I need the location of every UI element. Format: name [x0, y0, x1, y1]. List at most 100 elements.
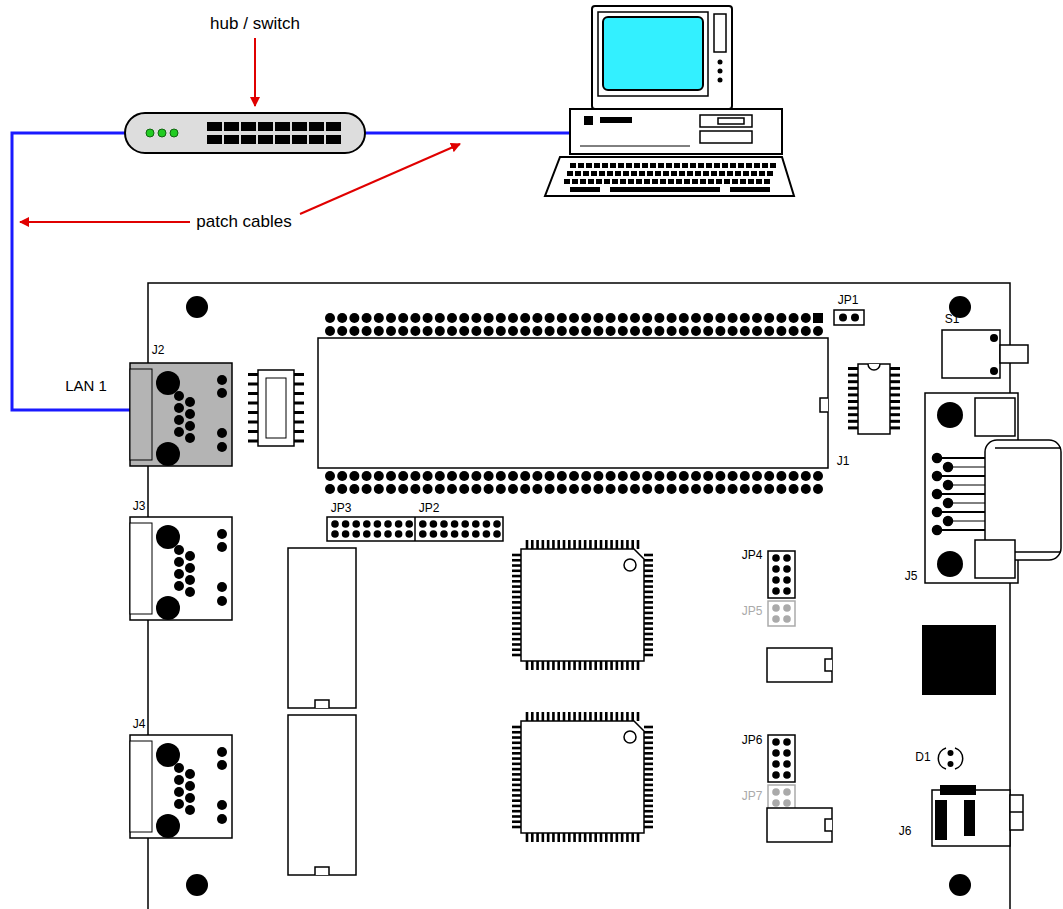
memory-socket — [288, 548, 356, 875]
chip-lead — [552, 540, 555, 549]
chip-lead — [248, 373, 258, 376]
chip-lead — [512, 752, 521, 755]
hub-port — [224, 122, 239, 131]
connector-pin — [325, 326, 335, 336]
chip-lead — [552, 833, 555, 842]
keyboard-key — [642, 163, 648, 168]
chip-lead — [512, 564, 521, 567]
connector-pin — [484, 326, 494, 336]
chip-lead — [294, 411, 304, 414]
chip-lead — [631, 712, 634, 721]
chip-lead — [644, 575, 653, 578]
chip-lead — [512, 617, 521, 620]
keyboard-key — [679, 171, 685, 176]
chip-lead — [573, 540, 576, 549]
chip-lead — [644, 726, 653, 729]
connector-pin — [581, 326, 591, 336]
chip-lead — [547, 661, 550, 670]
connector-pin — [581, 313, 591, 323]
chip-lead — [512, 585, 521, 588]
chip-lead — [589, 712, 592, 721]
chip-lead — [294, 373, 304, 376]
connector-pin — [776, 471, 786, 481]
power-jack — [932, 785, 1023, 846]
connector-pin — [715, 313, 725, 323]
chip-lead — [589, 661, 592, 670]
keyboard-key — [626, 163, 632, 168]
connector-pin — [447, 326, 457, 336]
chip-lead — [644, 784, 653, 787]
connector-pin — [185, 409, 195, 419]
led-pin — [217, 375, 227, 385]
chip-lead — [512, 596, 521, 599]
chip-lead — [557, 540, 560, 549]
chip-lead — [644, 736, 653, 739]
module-socket — [318, 313, 828, 494]
chip-lead — [547, 833, 550, 842]
keyboard-key — [639, 171, 645, 176]
keyboard-key — [714, 163, 720, 168]
connector-pin — [654, 484, 664, 494]
header-pin — [419, 520, 427, 528]
mounting-peg — [156, 442, 180, 466]
connector-pin — [174, 427, 184, 437]
chip-body — [521, 549, 644, 661]
connector-pin — [374, 471, 384, 481]
connector-pin — [776, 484, 786, 494]
chip-lead — [526, 540, 529, 549]
hub-port — [207, 135, 222, 144]
keyboard-key — [682, 163, 688, 168]
computer-icon — [545, 6, 794, 196]
chip-lead — [557, 661, 560, 670]
connector-pin — [423, 313, 433, 323]
pin-lead — [937, 475, 985, 477]
header-pin — [772, 587, 780, 595]
chip-lead — [644, 580, 653, 583]
chip-lead — [621, 661, 624, 670]
part-label: JP4 — [742, 549, 763, 562]
led-symbol — [938, 748, 962, 769]
connector-pin — [691, 471, 701, 481]
chip-lead — [600, 540, 603, 549]
connector-pin — [508, 471, 518, 481]
connector-pin — [679, 471, 689, 481]
header-pin — [352, 520, 360, 528]
connector-pin — [325, 471, 335, 481]
connector-pin — [174, 763, 184, 773]
keyboard-key — [668, 179, 674, 184]
ic-chip — [848, 364, 900, 434]
connector-housing — [130, 735, 232, 838]
chip-lead — [526, 712, 529, 721]
keyboard-key — [738, 163, 744, 168]
keyboard-key — [700, 179, 706, 184]
part-label: J3 — [133, 500, 146, 513]
connector-pin — [740, 313, 750, 323]
chip-lead — [584, 540, 587, 549]
keyboard-key — [666, 163, 672, 168]
connector-pin — [789, 471, 799, 481]
chip-lead — [512, 736, 521, 739]
chip-lead — [248, 430, 258, 433]
part-label: JP7 — [742, 790, 763, 803]
pin-1-marker — [813, 313, 823, 323]
pin-lead — [937, 529, 985, 531]
connector-pin — [557, 313, 567, 323]
chip-lead — [294, 392, 304, 395]
chip-lead — [589, 833, 592, 842]
connector-pin — [654, 326, 664, 336]
chip-lead — [512, 799, 521, 802]
part-label: J4 — [133, 718, 146, 731]
keyboard-key — [631, 171, 637, 176]
keyboard-key — [588, 179, 594, 184]
connector-pin — [776, 313, 786, 323]
keyboard-key — [687, 171, 693, 176]
chip-lead — [584, 712, 587, 721]
header-pin — [772, 565, 780, 573]
chip-lead — [644, 773, 653, 776]
keyboard-key — [599, 171, 605, 176]
chip-lead — [848, 380, 858, 383]
chip-lead — [512, 569, 521, 572]
chip-lead — [547, 540, 550, 549]
connector-pin — [362, 313, 372, 323]
